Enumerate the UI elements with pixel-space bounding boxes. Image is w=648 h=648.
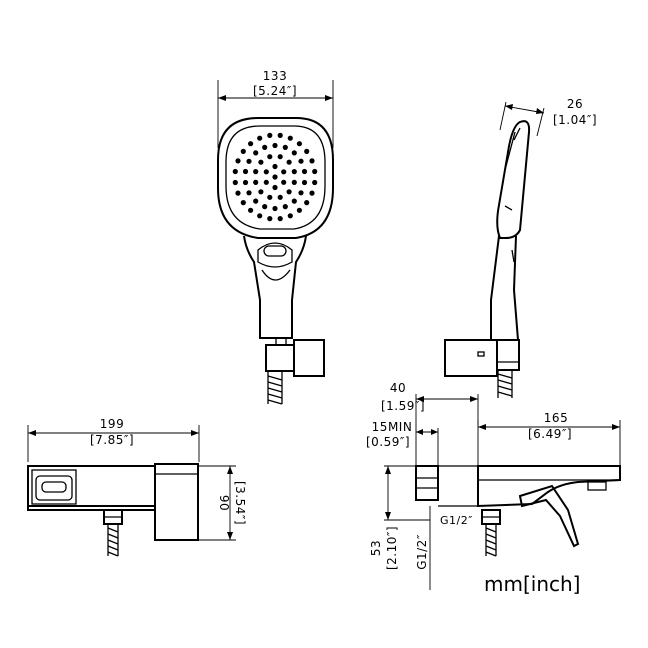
nozzle-dot [304,148,310,154]
nozzle-dot [298,158,304,164]
nozzle-dot [291,169,297,175]
handshower-depth-mm: 26 [567,97,583,111]
nozzle-dot [291,150,297,156]
nozzle-dot [232,179,238,186]
nozzle-dot [296,141,302,147]
nozzle-dot [258,189,264,195]
min-distance-in: [0.59″] [366,435,410,449]
nozzle-dot [287,135,293,141]
nozzle-dot [272,142,278,149]
nozzle-dot [286,159,292,165]
nozzle-dot [257,213,263,219]
nozzle-dot [296,207,302,213]
thread-label-left: G1/2″ [415,534,429,570]
thread-label-right: G1/2″ [440,514,473,527]
body-width-mm: 199 [100,417,124,431]
spout-front-view: 199 [7.85″] 90 [3.54″] [27,417,247,557]
nozzle-dot [272,174,278,180]
nozzle-dot [246,158,252,164]
nozzle-dot [298,190,304,196]
body-height-mm: 90 [217,495,231,511]
spout-side-view: 40 [1.59″] 15MIN [0.59″] 165 [6.49″] [366,381,621,590]
inlet-height-mm: 53 [369,540,383,556]
nozzle-dot [301,179,308,186]
nozzle-dot [258,159,264,165]
nozzle-dot [304,200,310,206]
nozzle-dot [246,190,252,196]
projection-mm: 165 [544,411,568,425]
nozzle-dot [277,132,283,138]
nozzle-dot [253,169,259,175]
nozzle-dot [262,204,268,210]
nozzle-dot [242,179,249,186]
nozzle-dot [291,198,297,204]
offset-mm: 40 [390,381,406,395]
nozzle-dot [272,163,278,170]
nozzle-dot [262,144,268,150]
nozzle-dot [253,150,259,156]
handshower-side-view: 26 [1.04″] [444,97,597,398]
body-width-in: [7.85″] [90,433,134,447]
nozzle-dot [281,179,287,185]
nozzle-dot [272,184,278,191]
nozzle-dot [263,179,269,185]
nozzle-dot [291,179,297,185]
nozzle-dot [287,213,293,219]
nozzle-dot [240,148,246,154]
nozzle-dot [248,207,254,213]
nozzle-dot [277,194,283,200]
spray-nozzles [232,132,318,222]
nozzle-dot [240,200,246,206]
nozzle-dot [242,168,249,175]
nozzle-dot [309,190,315,196]
nozzle-dot [277,154,283,160]
nozzle-dot [281,169,287,175]
nozzle-dot [312,168,318,175]
offset-in: [1.59″] [381,399,425,413]
units-note: mm[inch] [484,572,580,596]
projection-in: [6.49″] [528,427,572,441]
nozzle-dot [248,141,254,147]
nozzle-dot [312,179,318,186]
nozzle-dot [263,169,269,175]
nozzle-dot [232,168,238,175]
inlet-height-in: [2.10″] [385,526,399,570]
nozzle-dot [253,179,259,185]
nozzle-dot [286,189,292,195]
nozzle-dot [267,216,273,222]
handshower-width-mm: 133 [263,69,287,83]
body-height-in: [3.54″] [233,481,247,525]
nozzle-dot [257,135,263,141]
nozzle-dot [267,132,273,138]
min-distance-mm: 15MIN [372,420,413,434]
handshower-width-in: [5.24″] [253,84,297,98]
nozzle-dot [309,158,315,164]
nozzle-dot [267,154,273,160]
nozzle-dot [267,194,273,200]
nozzle-dot [272,205,278,212]
nozzle-dot [282,144,288,150]
nozzle-dot [235,158,241,164]
nozzle-dot [253,198,259,204]
nozzle-dot [282,204,288,210]
handshower-depth-in: [1.04″] [553,113,597,127]
nozzle-dot [277,216,283,222]
handshower-front-view: 133 [5.24″] [217,69,334,405]
nozzle-dot [301,168,308,175]
nozzle-dot [235,190,241,196]
